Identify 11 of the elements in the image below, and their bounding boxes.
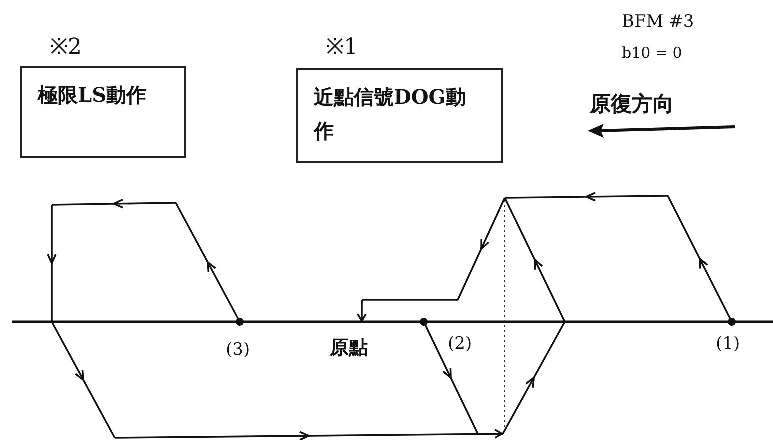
direction-label: 原復方向 (590, 90, 674, 118)
bit-setting: b10 = 0 (622, 44, 682, 62)
position-label: (2) (448, 334, 472, 354)
note-mark: ※1 (326, 34, 358, 60)
position-label: (1) (716, 334, 740, 354)
condition-box: 近點信號DOG動作 (296, 68, 503, 163)
position-label: (3) (226, 340, 250, 360)
note-mark: ※2 (50, 34, 82, 60)
origin-label: 原點 (330, 336, 368, 361)
register-label: BFM #3 (622, 12, 694, 32)
condition-box: 極限LS動作 (20, 66, 186, 158)
